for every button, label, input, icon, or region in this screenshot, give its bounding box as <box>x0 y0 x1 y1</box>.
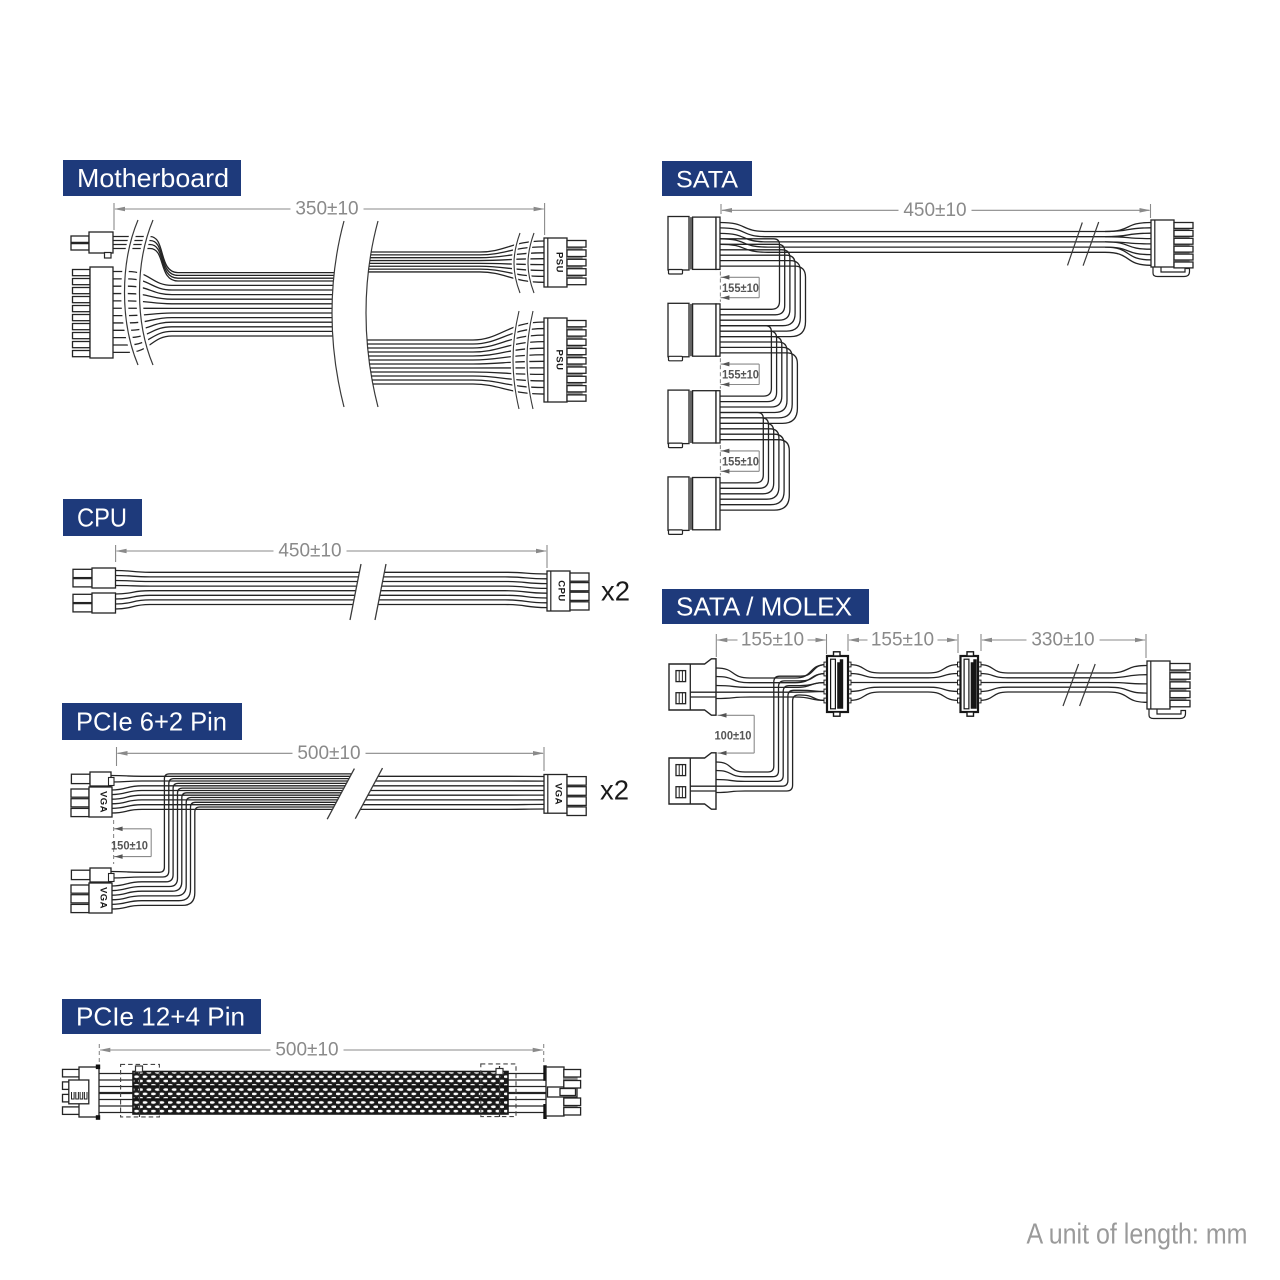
svg-text:x2: x2 <box>601 576 630 607</box>
svg-text:VGA: VGA <box>98 887 109 909</box>
svg-text:x2: x2 <box>600 775 629 806</box>
svg-text:CPU: CPU <box>556 580 567 602</box>
svg-text:VGA: VGA <box>553 783 564 805</box>
svg-text:SATA: SATA <box>676 167 738 194</box>
svg-text:155±10: 155±10 <box>871 630 934 651</box>
svg-text:SATA / MOLEX: SATA / MOLEX <box>676 592 852 622</box>
svg-text:150±10: 150±10 <box>111 838 148 852</box>
svg-text:PCIe 12+4 Pin: PCIe 12+4 Pin <box>76 1002 245 1032</box>
svg-text:450±10: 450±10 <box>903 200 966 221</box>
svg-text:PCIe 6+2 Pin: PCIe 6+2 Pin <box>76 707 227 737</box>
svg-text:PSU: PSU <box>554 252 565 273</box>
svg-text:155±10: 155±10 <box>722 455 759 469</box>
svg-text:350±10: 350±10 <box>295 199 358 220</box>
svg-text:155±10: 155±10 <box>741 630 804 651</box>
svg-text:VGA: VGA <box>98 791 109 813</box>
svg-text:CPU: CPU <box>77 503 127 533</box>
svg-text:100±10: 100±10 <box>715 728 752 742</box>
svg-text:Motherboard: Motherboard <box>77 163 229 193</box>
svg-text:A unit of length: mm: A unit of length: mm <box>1027 1219 1248 1251</box>
svg-text:450±10: 450±10 <box>278 541 341 562</box>
svg-text:155±10: 155±10 <box>722 281 759 295</box>
svg-text:PSU: PSU <box>554 349 565 370</box>
svg-text:500±10: 500±10 <box>297 743 360 764</box>
svg-text:500±10: 500±10 <box>275 1040 338 1061</box>
svg-text:330±10: 330±10 <box>1031 630 1094 651</box>
svg-text:155±10: 155±10 <box>722 368 759 382</box>
